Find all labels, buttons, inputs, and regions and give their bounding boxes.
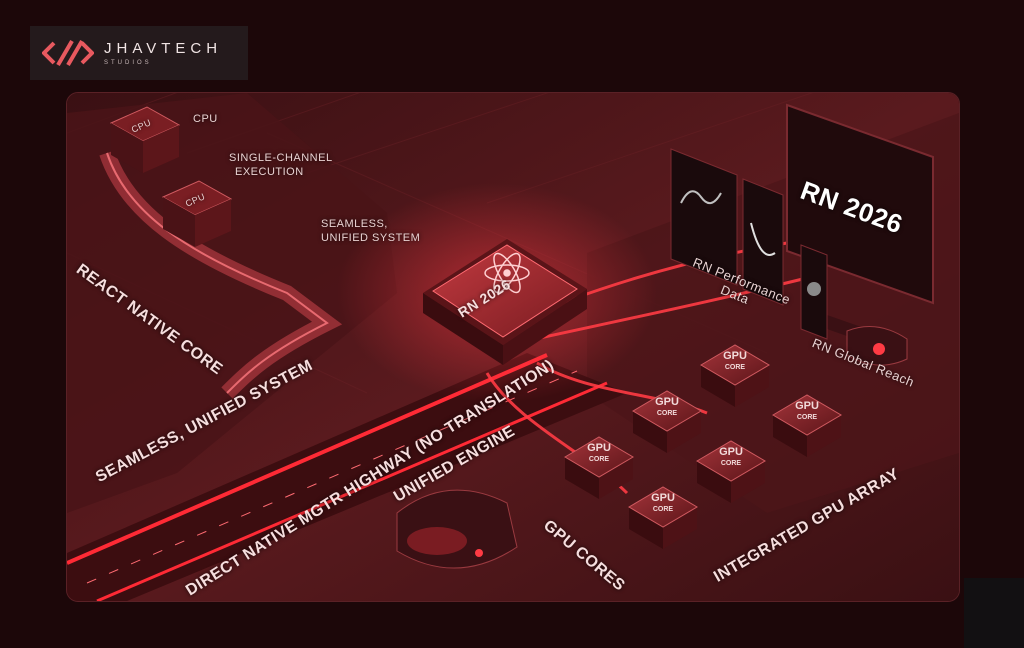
- vr-headset-right: [846, 326, 908, 366]
- cpu-chip-bottom: [161, 180, 233, 247]
- gpu-chip: [632, 390, 702, 453]
- seamless-small-label: SEAMLESS, UNIFIED SYSTEM: [321, 218, 421, 244]
- cpu-chip-top: [109, 106, 181, 173]
- performance-monitor: [670, 148, 784, 306]
- brand-name: JHAVTECH: [104, 39, 223, 57]
- brand-sub: STUDIOS: [104, 59, 152, 66]
- gpu-chip: [628, 486, 698, 549]
- gpu-chip: [696, 440, 766, 503]
- gpu-chip: [564, 436, 634, 499]
- react-atom-icon: [484, 252, 530, 294]
- phone-device: [800, 244, 828, 340]
- single-channel-label: SINGLE-CHANNEL EXECUTION: [229, 152, 333, 178]
- cpu-label: CPU: [193, 113, 218, 125]
- isometric-illustration: [67, 93, 959, 601]
- gpu-chip: [700, 344, 770, 407]
- brand-logo: JHAVTECH STUDIOS: [30, 26, 248, 80]
- corner-block: [964, 578, 1024, 648]
- rn-2026-chip: [423, 239, 587, 365]
- jhavtech-logo-icon: [42, 39, 94, 67]
- illustration-panel: CPU CPU CPU SINGLE-CHANNEL EXECUTION SEA…: [66, 92, 960, 602]
- vr-headset-left: [396, 489, 518, 569]
- gpu-chip: [772, 394, 842, 457]
- gpu-array: [564, 344, 842, 549]
